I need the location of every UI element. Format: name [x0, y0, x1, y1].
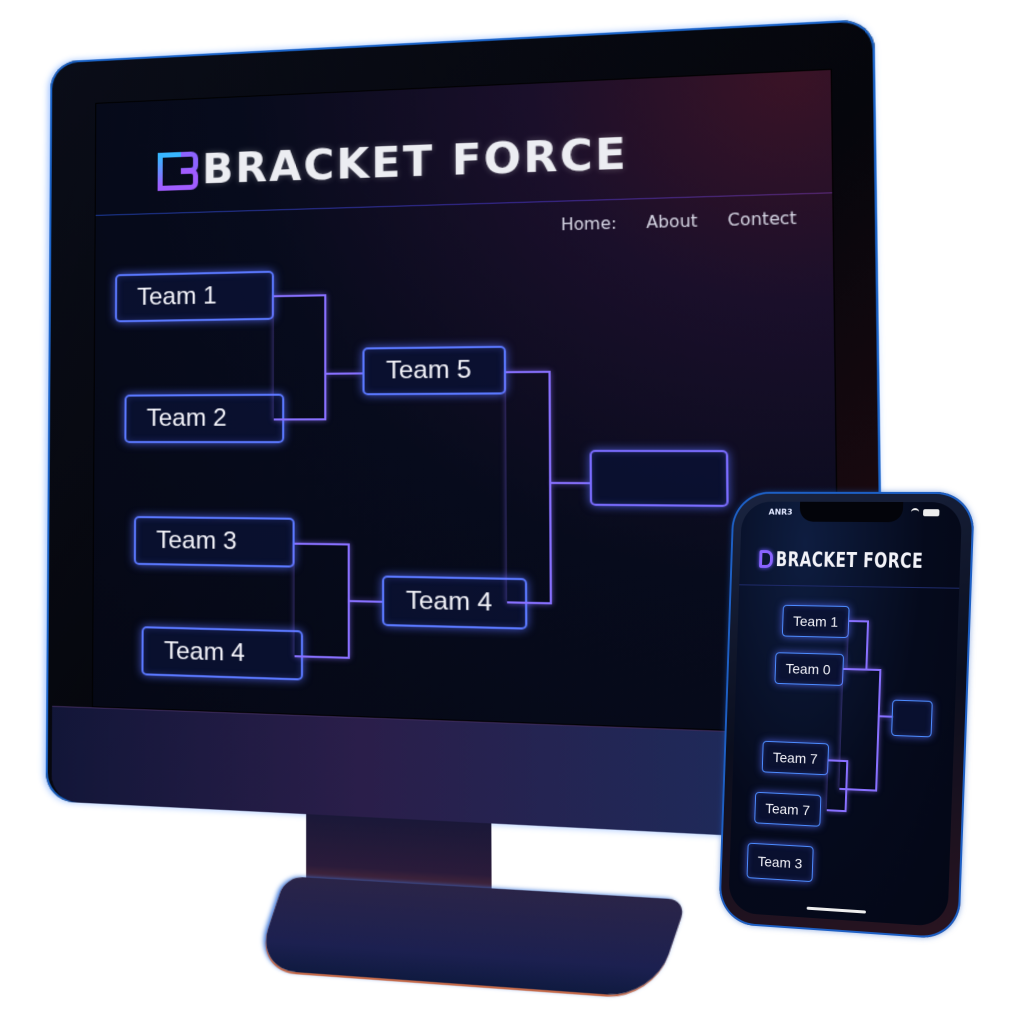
bracket-slot-r1-1[interactable]: Team 1 [114, 270, 274, 323]
bracket-connector [551, 481, 590, 485]
nav-contact[interactable]: Contect [727, 208, 797, 231]
b-logo-icon [157, 151, 189, 191]
brand-name: BRACKET FORCE [202, 130, 629, 194]
nav-about[interactable]: About [646, 211, 698, 233]
mobile-bracket-slot-2[interactable]: Team 0 [774, 652, 845, 686]
bracket-slot-r2-1[interactable]: Team 5 [362, 345, 507, 396]
bracket-connector [506, 370, 552, 605]
status-icons [910, 508, 940, 517]
mobile-bracket-slot-5[interactable]: Team 3 [746, 842, 814, 883]
phone-notch [799, 501, 904, 523]
bracket-slot-final[interactable] [589, 449, 729, 508]
bracket-connector [349, 600, 383, 603]
mobile-brand-name: BRACKET FORCE [775, 547, 924, 573]
bracket-connector [826, 759, 849, 813]
mobile-bracket-slot-1[interactable]: Team 1 [781, 604, 850, 639]
status-time: ANR3 [768, 507, 793, 517]
mobile-bracket-slot-3[interactable]: Team 7 [761, 740, 830, 776]
mobile-header-divider [739, 584, 960, 589]
nav-home[interactable]: Home: [560, 213, 617, 235]
top-nav: Home: About Contect [561, 209, 797, 235]
wifi-icon [910, 508, 920, 517]
bracket-connector [326, 372, 363, 375]
bracket-slot-r1-2[interactable]: Team 2 [124, 393, 285, 444]
bracket-connector [847, 620, 870, 671]
bracket-connector [273, 294, 327, 421]
home-indicator[interactable] [806, 906, 866, 914]
mobile-screen: ANR3 BRACKET FORCE Team 1 Team 0 Team 7 … [728, 501, 963, 928]
bracket-slot-r1-3[interactable]: Team 3 [133, 516, 295, 568]
mobile-phone: ANR3 BRACKET FORCE Team 1 Team 0 Team 7 … [718, 491, 975, 941]
battery-icon [923, 508, 940, 516]
mobile-bracket-slot-4[interactable]: Team 7 [754, 791, 822, 827]
bracket-slot-r1-4[interactable]: Team 4 [141, 626, 304, 681]
mobile-bracket-slot-final[interactable] [891, 699, 933, 738]
bracket-connector [294, 542, 350, 659]
bracket-slot-r2-2[interactable]: Team 4 [382, 575, 528, 630]
b-logo-icon [759, 550, 774, 568]
monitor-base [254, 876, 688, 998]
brand-header[interactable]: BRACKET FORCE [157, 130, 629, 195]
mobile-brand-header[interactable]: BRACKET FORCE [759, 547, 948, 573]
